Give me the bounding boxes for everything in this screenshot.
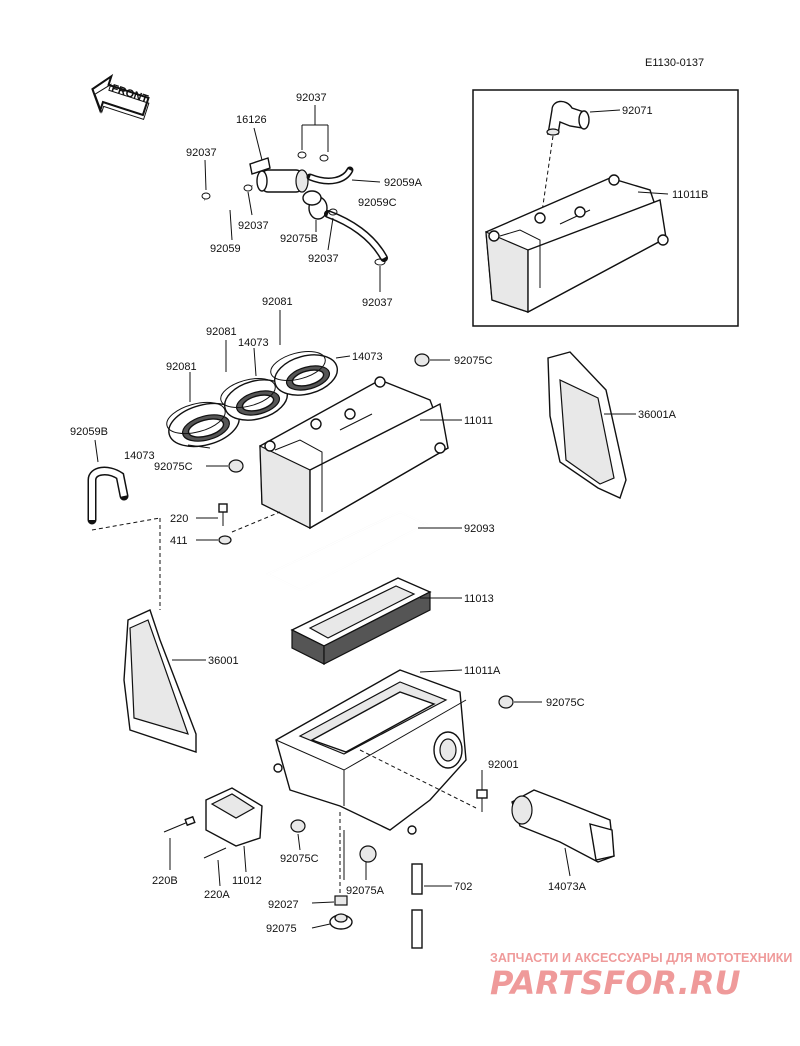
callout-92075c-top: 92075C — [454, 355, 493, 367]
callout-11012: 11012 — [232, 875, 262, 887]
callout-220: 220 — [170, 513, 188, 525]
callout-92027: 92027 — [268, 899, 299, 911]
watermark-logo: PARTSFOR.RU — [490, 964, 740, 1002]
callout-92075c-left: 92075C — [154, 461, 193, 473]
screw-220-and-washer-411 — [196, 503, 281, 545]
callout-92059c: 92059C — [358, 197, 397, 209]
intake-duct-14073a — [511, 789, 615, 877]
callout-92075c-right: 92075C — [546, 697, 585, 709]
grommet-92075c-right — [498, 695, 542, 709]
callout-702: 702 — [454, 881, 472, 893]
callout-92093: 92093 — [464, 523, 495, 535]
gasket-92093 — [265, 510, 462, 592]
callout-11013: 11013 — [464, 593, 494, 605]
inset-variant-box — [472, 89, 739, 327]
tube-702 — [411, 863, 452, 949]
callout-220b: 220B — [152, 875, 178, 887]
top-callout-lines — [204, 105, 381, 292]
screw-92001 — [476, 770, 488, 812]
side-cover-36001 — [123, 609, 206, 753]
watermark-tagline: ЗАПЧАСТИ И АКСЕССУАРЫ ДЛЯ МОТОТЕХНИКИ — [490, 951, 792, 965]
callout-92075: 92075 — [266, 923, 297, 935]
callout-92081-mid: 92081 — [206, 326, 237, 338]
callout-92037-left: 92037 — [186, 147, 217, 159]
grommet-92075a — [359, 845, 377, 880]
hose-92059b — [87, 439, 161, 610]
grommet-92075c-left — [206, 459, 244, 473]
air-filter-element-11013 — [290, 577, 462, 665]
breather-hose-assembly — [201, 151, 388, 266]
callout-14073-left: 14073 — [124, 450, 155, 462]
callout-92059: 92059 — [210, 243, 241, 255]
callout-92081-top: 92081 — [262, 296, 293, 308]
callout-92037-bottom: 92037 — [362, 297, 393, 309]
plate-11012 — [163, 787, 263, 887]
side-cover-36001a — [547, 351, 636, 499]
callout-11011a: 11011A — [464, 665, 501, 677]
intake-boots — [166, 310, 351, 449]
callout-220a: 220A — [204, 889, 230, 901]
callout-92075a: 92075A — [346, 885, 385, 897]
callout-92081-left: 92081 — [166, 361, 197, 373]
front-arrow-icon — [91, 73, 150, 121]
callout-11011b: 11011B — [672, 189, 708, 201]
grommet-92075c-top — [414, 353, 450, 367]
callout-92001: 92001 — [488, 759, 519, 771]
callout-92037-lower: 92037 — [308, 253, 339, 265]
grommet-92075c-bottom — [290, 819, 306, 851]
callout-14073a: 14073A — [548, 881, 587, 893]
callout-36001: 36001 — [208, 655, 239, 667]
callout-11011: 11011 — [464, 415, 493, 427]
callout-36001a: 36001A — [638, 409, 677, 421]
callout-92059b: 92059B — [70, 426, 108, 438]
callout-92037-mid: 92037 — [238, 220, 269, 232]
callout-16126: 16126 — [236, 114, 267, 126]
drain-plug-and-cap — [311, 812, 353, 930]
diagram-code: E1130-0137 — [645, 57, 704, 69]
air-cleaner-lower-case — [273, 669, 477, 835]
callout-92059a: 92059A — [384, 177, 423, 189]
callout-92037-top: 92037 — [296, 92, 327, 104]
callout-411: 411 — [170, 535, 188, 547]
callout-14073-mid: 14073 — [238, 337, 269, 349]
air-cleaner-upper-case — [259, 376, 462, 530]
callout-92071: 92071 — [622, 105, 653, 117]
callout-92075c-bottom: 92075C — [280, 853, 319, 865]
callout-14073-right: 14073 — [352, 351, 383, 363]
callout-92075b: 92075B — [280, 233, 318, 245]
